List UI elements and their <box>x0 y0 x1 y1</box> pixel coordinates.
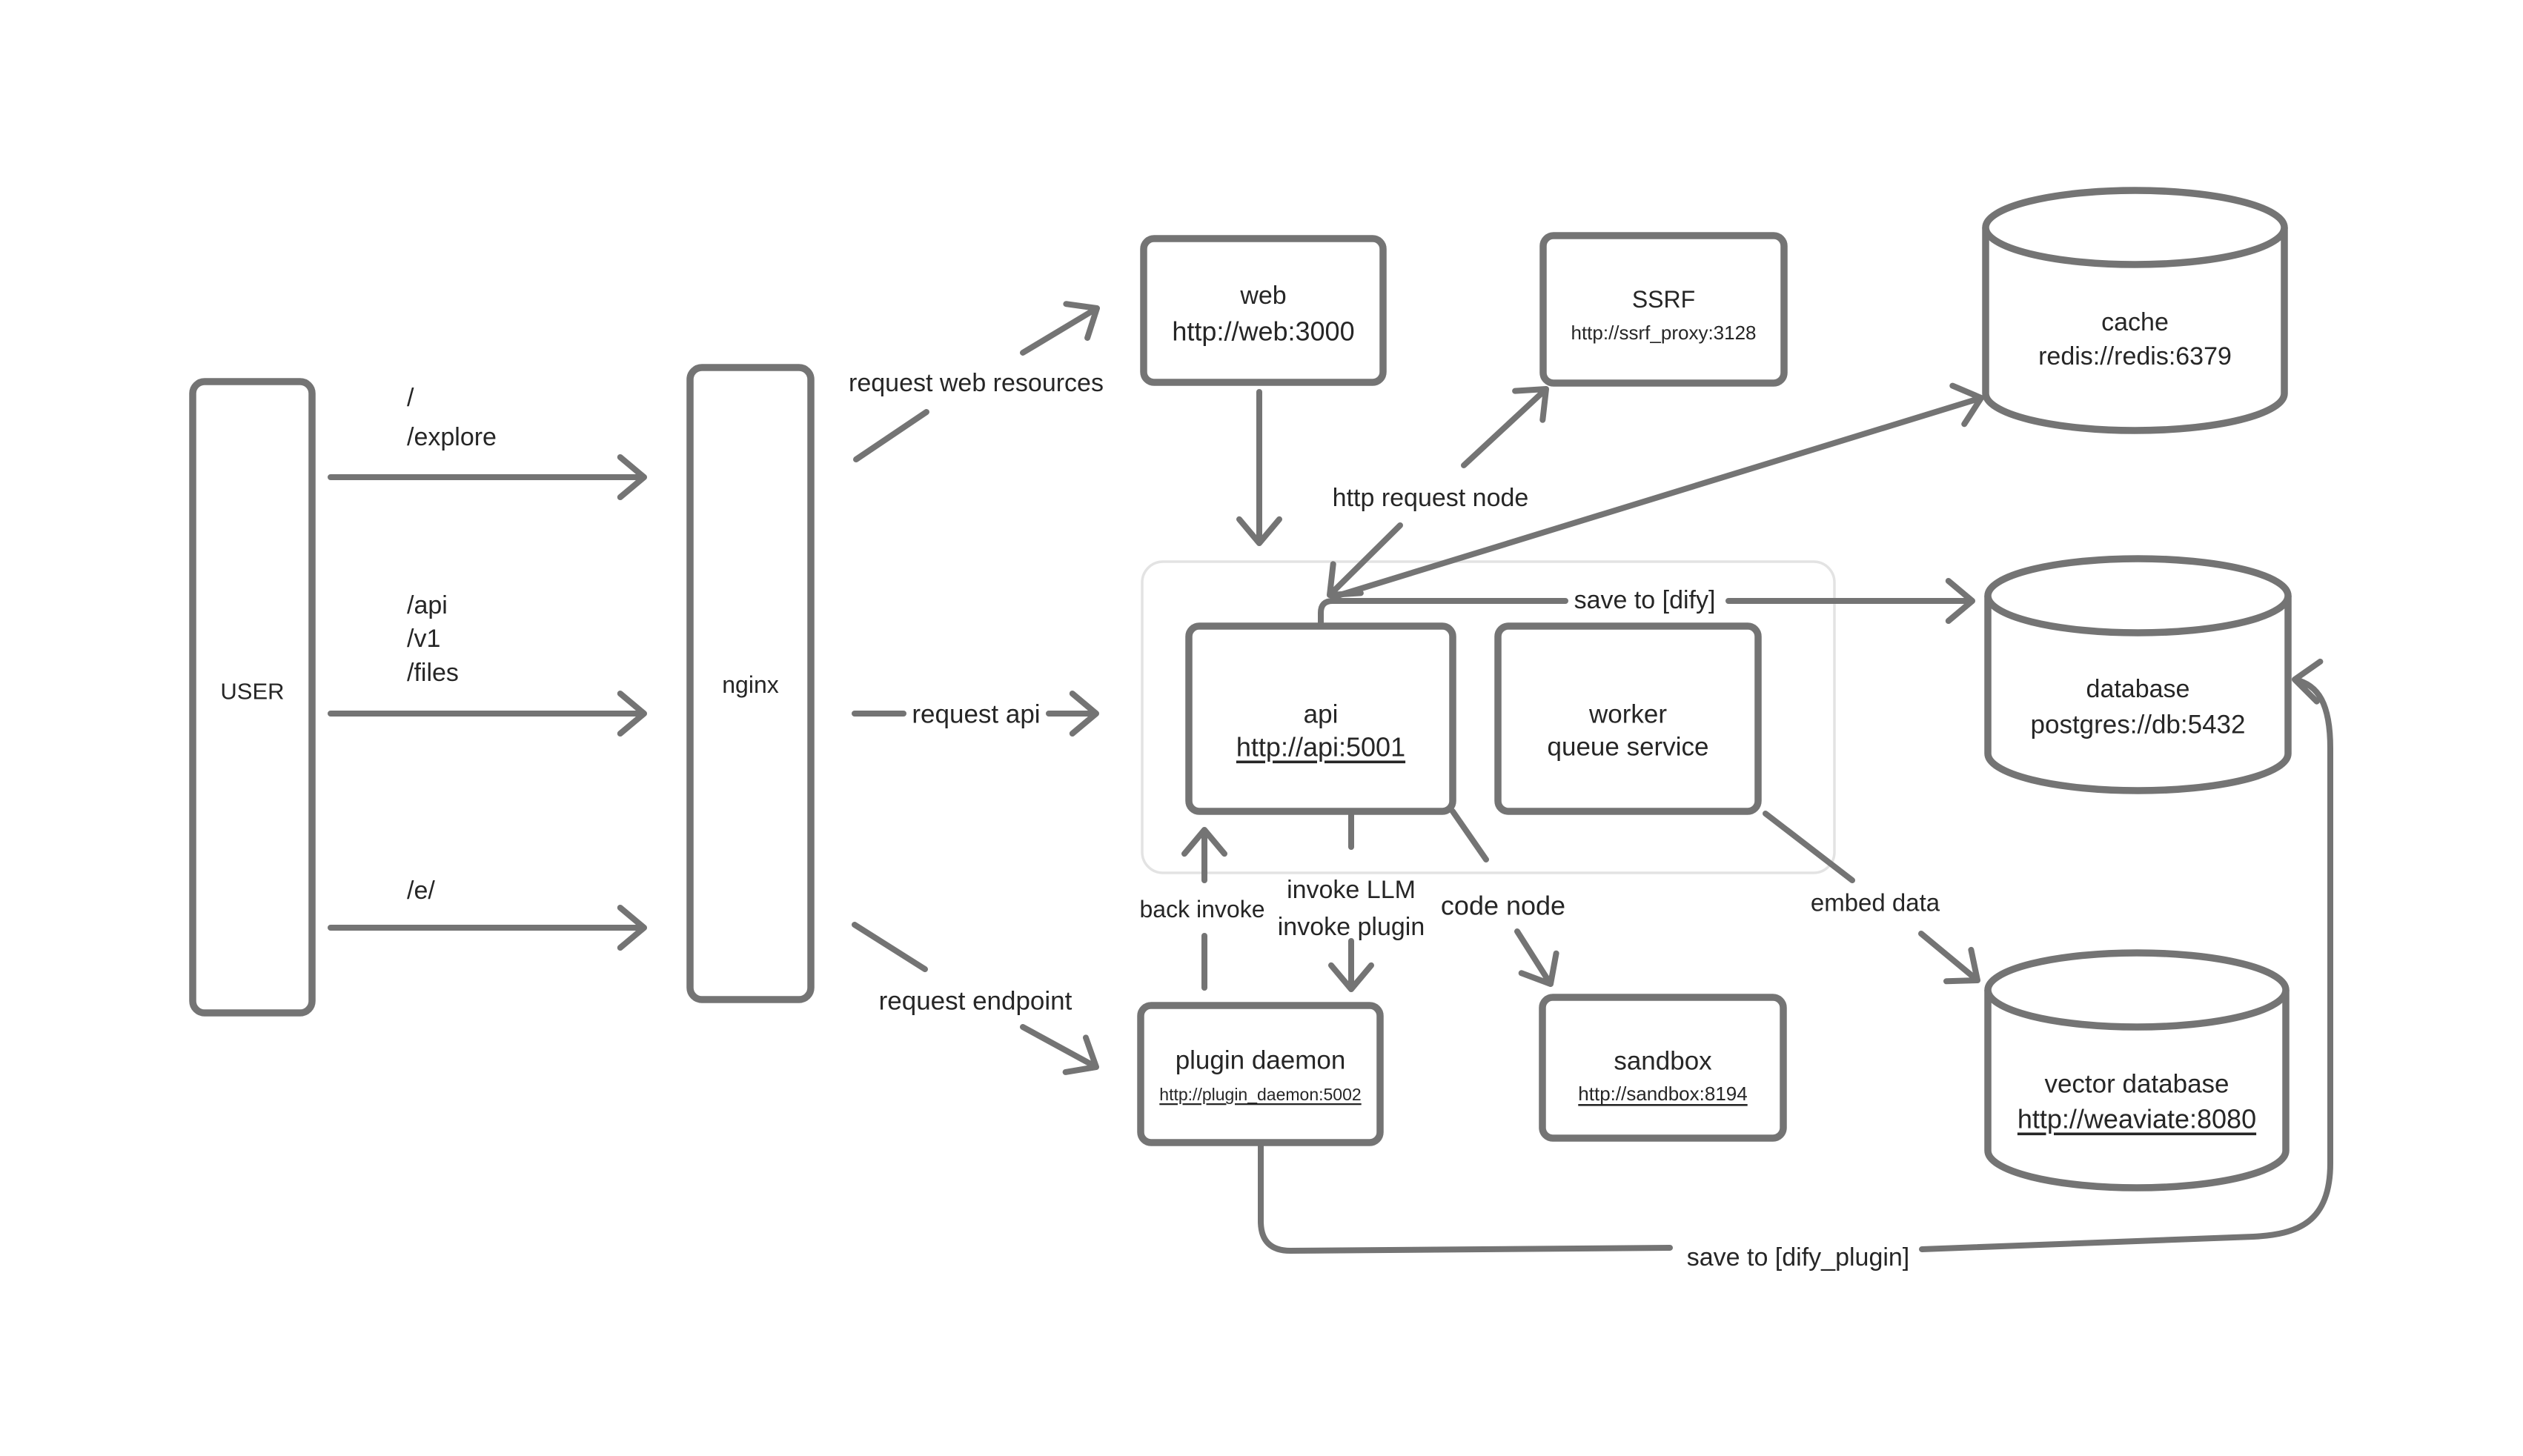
svg-text:embed data: embed data <box>1811 889 1940 917</box>
svg-text:http://api:5001: http://api:5001 <box>1236 732 1405 762</box>
svg-text:http://plugin_daemon:5002: http://plugin_daemon:5002 <box>1159 1085 1361 1104</box>
svg-text:http request node: http request node <box>1333 484 1529 512</box>
svg-text:invoke plugin: invoke plugin <box>1278 913 1425 941</box>
svg-text:save to [dify]: save to [dify] <box>1574 586 1716 614</box>
svg-text:/explore: /explore <box>407 423 497 451</box>
svg-text:/: / <box>407 384 414 412</box>
svg-text:worker: worker <box>1588 700 1667 729</box>
svg-text:nginx: nginx <box>722 671 779 698</box>
svg-text:request web resources: request web resources <box>849 369 1104 397</box>
svg-text:postgres://db:5432: postgres://db:5432 <box>2031 711 2246 739</box>
svg-text:invoke LLM: invoke LLM <box>1287 876 1416 904</box>
svg-text:api: api <box>1304 700 1339 729</box>
svg-text:/v1: /v1 <box>407 625 440 653</box>
svg-text:request endpoint: request endpoint <box>879 987 1072 1016</box>
svg-text:http://sandbox:8194: http://sandbox:8194 <box>1578 1083 1747 1105</box>
svg-text:queue service: queue service <box>1548 733 1709 762</box>
svg-text:code node: code node <box>1441 891 1565 921</box>
svg-text:web: web <box>1239 282 1286 310</box>
svg-text:SSRF: SSRF <box>1632 286 1695 313</box>
svg-text:/files: /files <box>407 659 459 687</box>
svg-text:/api: /api <box>407 591 448 619</box>
svg-text:plugin daemon: plugin daemon <box>1176 1046 1346 1075</box>
svg-text:save to [dify_plugin]: save to [dify_plugin] <box>1687 1243 1910 1271</box>
svg-text:http://web:3000: http://web:3000 <box>1172 316 1354 347</box>
svg-text:redis://redis:6379: redis://redis:6379 <box>2038 342 2232 370</box>
svg-text:request api: request api <box>912 700 1040 729</box>
svg-text:USER: USER <box>220 679 284 705</box>
svg-text:http://ssrf_proxy:3128: http://ssrf_proxy:3128 <box>1571 322 1756 344</box>
svg-text:back invoke: back invoke <box>1140 896 1265 923</box>
svg-text:/e/: /e/ <box>407 877 435 905</box>
svg-text:vector database: vector database <box>2044 1070 2229 1099</box>
svg-text:database: database <box>2086 675 2190 703</box>
svg-text:http://weaviate:8080: http://weaviate:8080 <box>2018 1104 2256 1134</box>
svg-text:cache: cache <box>2101 308 2169 336</box>
svg-text:sandbox: sandbox <box>1614 1047 1712 1076</box>
